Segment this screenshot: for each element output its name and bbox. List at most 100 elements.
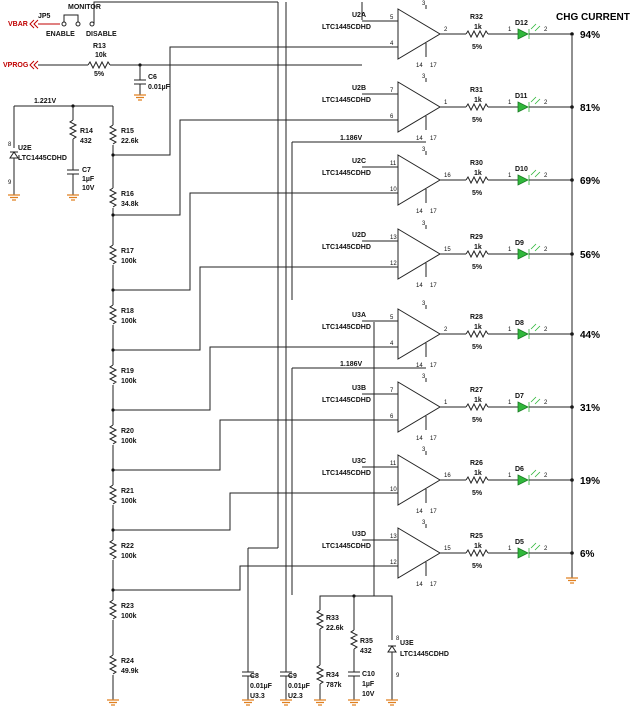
- r33-ref: R33: [326, 615, 339, 622]
- resistor-ladder: R1522.6kR1634.8kR17100kR18100kR19100kR20…: [108, 124, 139, 675]
- svg-text:1: 1: [444, 100, 448, 106]
- r13: R13 10k 5%: [87, 43, 111, 78]
- led-icon: [517, 28, 529, 40]
- led-icon: [517, 401, 529, 413]
- title: CHG CURRENT: [556, 12, 630, 23]
- led-icon: [517, 328, 529, 340]
- svg-text:3: 3: [422, 301, 426, 307]
- svg-text:15: 15: [444, 247, 451, 253]
- u2e-part: LTC1445CDHD: [18, 155, 67, 162]
- led-ref: D5: [515, 539, 524, 546]
- svg-text:17: 17: [430, 136, 437, 142]
- c10-ref: C10: [362, 671, 375, 678]
- series-resistor-value: 1k: [474, 244, 482, 251]
- series-resistor-tol: 5%: [472, 117, 483, 124]
- svg-text:13: 13: [390, 235, 397, 241]
- c7-ref: C7: [82, 167, 91, 174]
- comparator-ref: U2D: [352, 232, 366, 239]
- c6-ref: C6: [148, 74, 157, 81]
- series-resistor-ref: R30: [470, 160, 483, 167]
- series-resistor-value: 1k: [474, 470, 482, 477]
- svg-text:16: 16: [444, 173, 451, 179]
- svg-text:14: 14: [416, 436, 423, 442]
- svg-text:17: 17: [430, 63, 437, 69]
- svg-text:1: 1: [444, 400, 448, 406]
- svg-text:12: 12: [390, 560, 397, 566]
- svg-text:3: 3: [422, 221, 426, 227]
- led-ref: D8: [515, 320, 524, 327]
- series-resistor-tol: 5%: [472, 563, 483, 570]
- svg-text:14: 14: [416, 509, 423, 515]
- svg-text:6: 6: [390, 114, 394, 120]
- series-resistor-ref: R27: [470, 387, 483, 394]
- jp5-disable: DISABLE: [86, 31, 117, 38]
- svg-text:17: 17: [430, 209, 437, 215]
- r35-value: 432: [360, 648, 372, 655]
- led-icon: [517, 248, 529, 260]
- ground-icon: [107, 699, 119, 706]
- ref2-label: 1.186V: [340, 135, 363, 142]
- comparator-part: LTC1445CDHD: [322, 470, 371, 477]
- svg-text:17: 17: [430, 363, 437, 369]
- svg-text:10: 10: [390, 487, 397, 493]
- ladder-resistor-ref: R17: [121, 248, 134, 255]
- svg-text:7: 7: [390, 388, 394, 394]
- series-resistor-value: 1k: [474, 97, 482, 104]
- svg-text:1: 1: [508, 327, 512, 333]
- comparator-ref: U2C: [352, 158, 366, 165]
- series-resistor-tol: 5%: [472, 490, 483, 497]
- svg-text:2: 2: [444, 327, 448, 333]
- led-icon: [517, 547, 529, 559]
- series-resistor-value: 1k: [474, 397, 482, 404]
- decoupling-caps: C8 0.01µF U3.3 C9 0.01µF U2.3: [242, 2, 311, 706]
- r14-value: 432: [80, 138, 92, 145]
- charge-percent: 6%: [580, 549, 595, 560]
- vprog-arrow-icon: [29, 60, 39, 70]
- svg-text:1: 1: [508, 247, 512, 253]
- series-resistor-value: 1k: [474, 170, 482, 177]
- c9-ic: U2.3: [288, 693, 303, 700]
- led-icon: [517, 174, 529, 186]
- svg-text:1: 1: [508, 473, 512, 479]
- svg-text:2: 2: [544, 100, 548, 106]
- svg-text:11: 11: [390, 161, 397, 167]
- jp5-enable: ENABLE: [46, 31, 75, 38]
- r14-ref: R14: [80, 128, 93, 135]
- svg-text:14: 14: [416, 209, 423, 215]
- ladder-resistor-ref: R18: [121, 308, 134, 315]
- series-resistor-ref: R28: [470, 314, 483, 321]
- svg-text:17: 17: [430, 509, 437, 515]
- series-resistor-tol: 5%: [472, 190, 483, 197]
- svg-text:15: 15: [444, 546, 451, 552]
- u3e-part: LTC1445CDHD: [400, 651, 449, 658]
- series-resistor-tol: 5%: [472, 264, 483, 271]
- comparator-part: LTC1445CDHD: [322, 244, 371, 251]
- svg-text:14: 14: [416, 283, 423, 289]
- svg-text:6: 6: [390, 414, 394, 420]
- comparator-symbol: [397, 8, 441, 60]
- u2e-ref: U2E: [18, 145, 32, 152]
- svg-text:5: 5: [390, 315, 394, 321]
- r13-ref: R13: [93, 43, 106, 50]
- c8-value: 0.01µF: [250, 683, 273, 690]
- svg-text:2: 2: [544, 247, 548, 253]
- led-ref: D11: [515, 93, 528, 100]
- svg-text:2: 2: [544, 473, 548, 479]
- svg-text:14: 14: [416, 136, 423, 142]
- comparator-symbol: [397, 381, 441, 433]
- series-resistor-value: 1k: [474, 543, 482, 550]
- ground-icon: [242, 699, 254, 706]
- ladder-resistor-value: 100k: [121, 378, 137, 385]
- svg-text:10: 10: [390, 187, 397, 193]
- comparator-part: LTC1445CDHD: [322, 324, 371, 331]
- svg-text:2: 2: [544, 400, 548, 406]
